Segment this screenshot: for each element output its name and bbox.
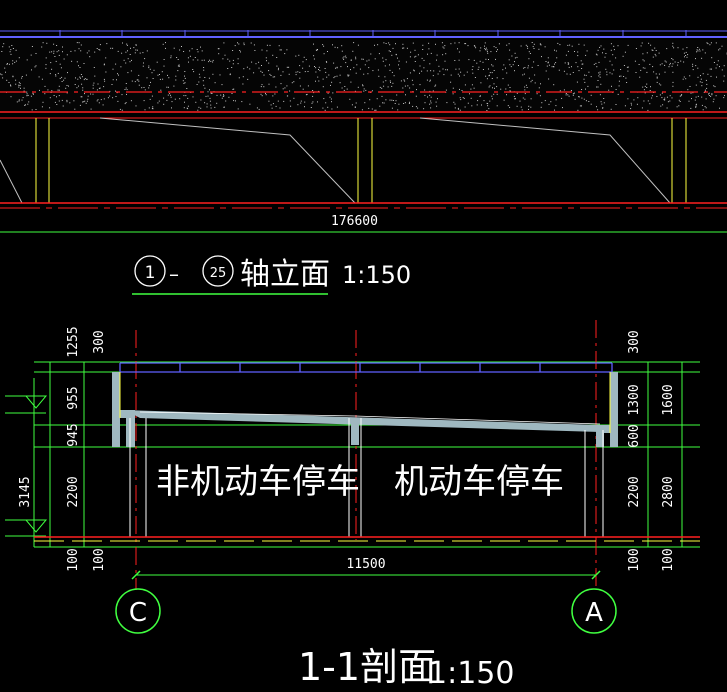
roof-hatch-band: [0, 40, 727, 112]
mid-column-head: [351, 418, 359, 445]
axis-separator: –: [169, 262, 179, 286]
left-beam: [120, 410, 135, 418]
dim-3145: 3145: [18, 476, 33, 507]
dim-100-right-inner: 100: [627, 548, 642, 571]
axis-end-label: 25: [210, 266, 227, 281]
axis-bubble-start: [134, 255, 166, 287]
axis-start-label: 1: [145, 263, 156, 283]
dim-1300: 1300: [627, 384, 642, 415]
section-roof-panels: [119, 362, 613, 373]
dim-600: 600: [627, 424, 642, 447]
section-scale: 1:150: [428, 656, 514, 691]
room-label-motor: 机动车停车: [394, 462, 564, 502]
dim-300-right: 300: [627, 330, 642, 353]
dim-945: 945: [66, 423, 81, 446]
right-parapet: [610, 372, 618, 447]
roof-hatch-speckles: [0, 42, 727, 111]
right-column-head: [596, 433, 604, 447]
elevation-total-dimension: 176600: [331, 214, 378, 229]
level-marker-bottom: [5, 519, 48, 537]
section-view: 1255 955 945 2200 100 300 100 3145 300 1…: [5, 320, 700, 691]
axis-bubble-c: [115, 588, 161, 634]
dim-100-left-inner: 100: [92, 548, 107, 571]
axis-bubble-end: [202, 255, 234, 287]
bottom-dimension: 11500: [346, 557, 385, 572]
axis-label-c: C: [129, 598, 147, 628]
ramp-lines: [0, 117, 671, 204]
section-extension-lines: [34, 361, 700, 548]
section-columns: [129, 418, 604, 537]
roof-slab: [125, 410, 600, 432]
bottom-dim-tick-right: [591, 570, 601, 580]
elevation-view: 176600 1 – 25 轴立面 1:150: [0, 30, 727, 295]
dim-300-left: 300: [92, 330, 107, 353]
dim-2200-left: 2200: [66, 476, 81, 507]
right-dimensions: 300 1300 600 2200 100 1600 2800 100: [627, 330, 676, 571]
elevation-scale: 1:150: [342, 261, 411, 289]
left-dimensions: 1255 955 945 2200 100 300 100 3145: [18, 326, 107, 571]
dim-955: 955: [66, 386, 81, 409]
roof-panel-ticks: [59, 30, 687, 38]
left-parapet: [112, 372, 120, 447]
axis-bubble-a: [571, 588, 617, 634]
dim-100-left-outer: 100: [66, 548, 81, 571]
dim-2200-right: 2200: [627, 476, 642, 507]
bottom-dim-tick-left: [131, 570, 141, 580]
dim-1255: 1255: [66, 326, 81, 357]
column-edges: [119, 372, 611, 433]
axis-label-a: A: [585, 598, 603, 628]
roof-slab-top-edge: [139, 411, 601, 425]
right-beam: [596, 425, 610, 433]
room-label-non-motor: 非机动车停车: [156, 462, 360, 502]
section-title: 1-1剖面: [298, 645, 436, 689]
dim-1600: 1600: [661, 384, 676, 415]
elevation-title: 轴立面: [240, 257, 330, 292]
dim-2800: 2800: [661, 476, 676, 507]
dim-100-right-outer: 100: [661, 548, 676, 571]
elevation-columns: [35, 118, 687, 203]
level-marker-top: [5, 395, 48, 414]
